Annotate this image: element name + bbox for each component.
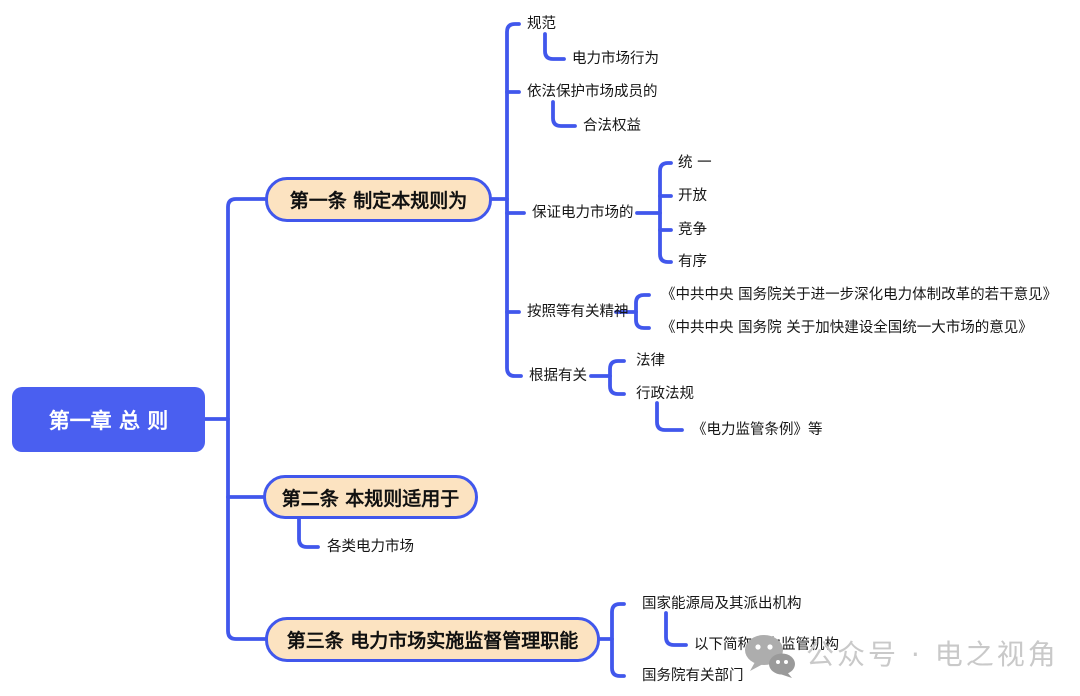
edge-admin-regulations-child [655, 401, 684, 432]
node-regulate: 规范 [527, 16, 556, 32]
node-opinion-national-market: 《中共中央 国务院 关于加快建设全国统一大市场的意见》 [661, 320, 1033, 336]
node-chapter-1: 第一章 总 则 [12, 387, 205, 452]
edge-per-spirit-bracket [634, 293, 651, 330]
node-power-market-behavior: 电力市场行为 [572, 51, 659, 67]
node-unified: 统 一 [678, 155, 712, 171]
node-energy-administration: 国家能源局及其派出机构 [642, 596, 802, 612]
watermark-label: 公众号 · 电之视角 [806, 638, 1059, 671]
node-protect-members: 依法保护市场成员的 [527, 84, 658, 100]
edge-ensure-market-bracket [658, 161, 673, 264]
node-open: 开放 [678, 188, 707, 204]
node-ensure-market: 保证电力市场的 [532, 205, 634, 221]
edge-article2-child [297, 517, 320, 549]
node-market-types: 各类电力市场 [327, 539, 414, 555]
edge-protect-members-child [551, 100, 577, 128]
node-article-1: 第一条 制定本规则为 [265, 177, 492, 222]
node-per-spirit: 按照等有关精神 [527, 304, 629, 320]
edge-per-laws-bracket [608, 359, 626, 396]
wechat-icon [745, 635, 795, 678]
node-lawful-rights: 合法权益 [583, 118, 641, 134]
node-admin-regulations: 行政法规 [636, 386, 694, 402]
node-state-council-departments: 国务院有关部门 [642, 668, 744, 684]
node-article-3: 第三条 电力市场实施监督管理职能 [265, 617, 600, 662]
node-article-2: 第二条 本规则适用于 [263, 475, 478, 519]
edge-article1-trunk [505, 22, 523, 378]
node-per-laws: 根据有关 [529, 368, 587, 384]
node-law: 法律 [636, 353, 665, 369]
edge-root-trunk [226, 197, 267, 641]
node-competitive: 竞争 [678, 222, 707, 238]
edge-energy-administration-child [664, 611, 688, 647]
edge-article3-bracket [610, 602, 626, 678]
node-orderly: 有序 [678, 254, 707, 270]
edge-regulate-child [543, 32, 566, 61]
node-supervision-regulation: 《电力监管条例》等 [692, 422, 823, 438]
node-opinion-power-reform: 《中共中央 国务院关于进一步深化电力体制改革的若干意见》 [661, 287, 1058, 303]
